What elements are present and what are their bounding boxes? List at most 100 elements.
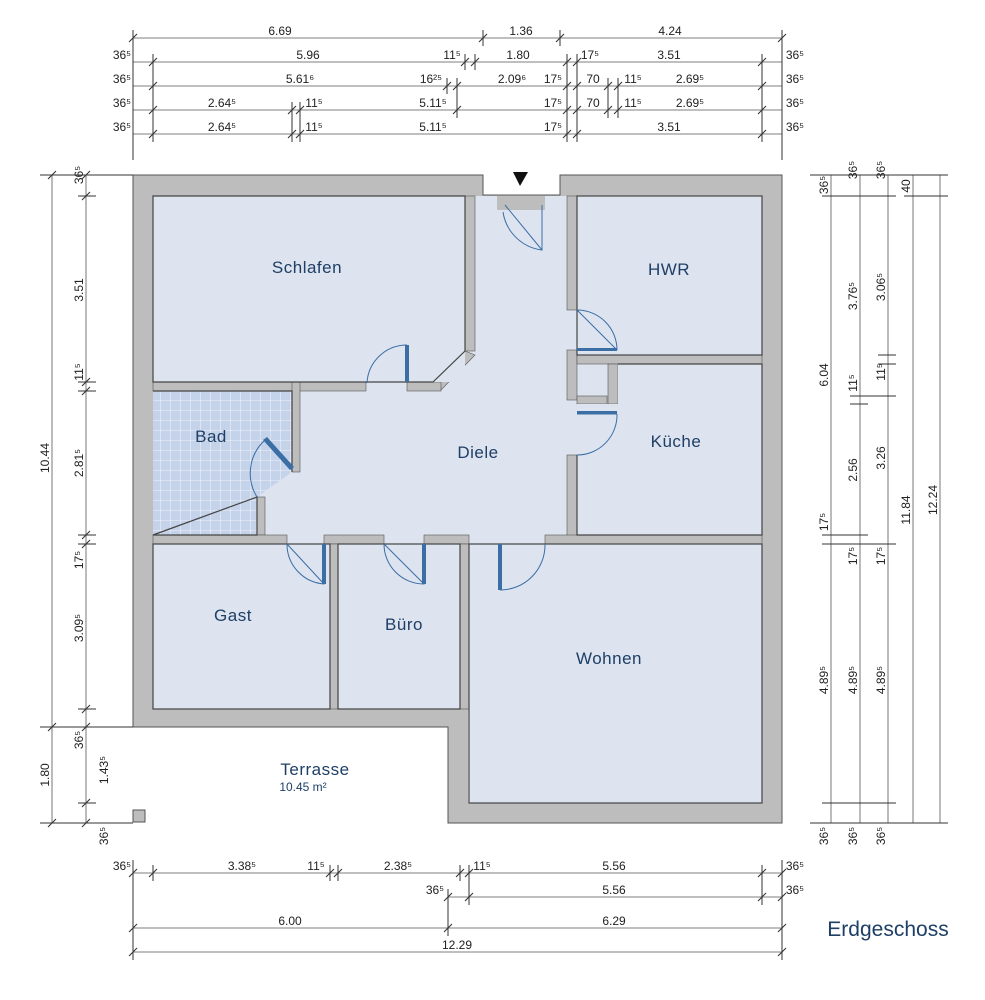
- doors: [249, 204, 618, 591]
- dim-text: 1.80: [506, 48, 530, 62]
- gast-room: [153, 544, 330, 709]
- dim-text: 36⁵: [874, 161, 888, 179]
- dim-text: 36⁵: [113, 120, 131, 134]
- dim-text: 36⁵: [786, 859, 804, 873]
- dim-text: 2.69⁵: [676, 72, 704, 86]
- dim-text: 36⁵: [97, 827, 111, 845]
- dim-text: 11⁵: [305, 96, 322, 110]
- dim-text: 1.80: [38, 763, 52, 787]
- dim-text: 36⁵: [72, 731, 86, 749]
- dim-text: 12.24: [926, 485, 940, 515]
- bad-room-tiles: [153, 391, 292, 535]
- dim-text: 36⁵: [426, 883, 444, 897]
- dim-text: 36⁵: [72, 166, 86, 184]
- dim-text: 36⁵: [113, 48, 131, 62]
- dim-text: 5.11⁵: [419, 96, 446, 110]
- dim-text: 2.09⁶: [498, 72, 526, 86]
- dim-text: 36⁵: [817, 176, 831, 194]
- room-label-diele: Diele: [457, 443, 498, 462]
- dim-text: 36⁵: [786, 72, 804, 86]
- top-dimensions: 6.69 1.36 4.24 36⁵ 5.96 11⁵ 1.80 17⁵ 3.5…: [113, 24, 804, 160]
- dim-text: 2.38⁵: [384, 859, 412, 873]
- dim-text: 36⁵: [113, 72, 131, 86]
- dim-text: 11⁵: [846, 374, 860, 391]
- dim-text: 70: [586, 96, 600, 110]
- room-label-buero: Büro: [385, 615, 423, 634]
- dim-text: 11⁵: [874, 363, 888, 380]
- dim-text: 11⁵: [72, 363, 86, 380]
- dim-text: 17⁵: [817, 513, 831, 531]
- dim-text: 11⁵: [305, 120, 322, 134]
- dim-text: 36⁵: [786, 48, 804, 62]
- dim-text: 5.56: [602, 859, 626, 873]
- dim-text: 3.76⁵: [846, 282, 860, 310]
- dim-text: 16²⁵: [420, 72, 442, 86]
- dim-text: 17⁵: [544, 72, 562, 86]
- dim-text: 5.11⁵: [419, 120, 446, 134]
- room-label-terrasse: Terrasse: [280, 760, 349, 779]
- kueche-room: [618, 364, 762, 535]
- dim-text: 36⁵: [113, 859, 131, 873]
- dim-text: 11⁵: [624, 96, 641, 110]
- buero-room: [338, 544, 460, 709]
- dim-text: 10.44: [38, 443, 52, 473]
- dim-text: 3.26: [874, 446, 888, 470]
- dim-text: 36⁵: [786, 96, 804, 110]
- dim-text: 40: [899, 179, 913, 193]
- wohnen-room: [469, 544, 762, 803]
- room-label-wohnen: Wohnen: [576, 649, 642, 668]
- room-label-gast: Gast: [214, 606, 252, 625]
- dim-text: 4.89⁵: [817, 666, 831, 694]
- dim-text: 3.38⁵: [228, 859, 256, 873]
- dim-text: 3.09⁵: [72, 614, 86, 642]
- dim-text: 2.64⁵: [208, 120, 236, 134]
- terrasse-area: 10.45 m²: [279, 780, 326, 794]
- dim-text: 11⁵: [624, 72, 641, 86]
- dim-text: 70: [586, 72, 600, 86]
- dim-text: 11⁵: [473, 859, 490, 873]
- dim-text: 5.56: [602, 883, 626, 897]
- right-dimensions: 36⁵ 17⁵ 4.89⁵ 36⁵ 6.04 36⁵ 2.56 11⁵ 3.76…: [810, 161, 948, 845]
- dim-text: 36⁵: [786, 120, 804, 134]
- dim-text: 12.29: [442, 938, 472, 952]
- dim-text: 17⁵: [581, 48, 599, 62]
- dim-text: 4.89⁵: [846, 666, 860, 694]
- dim-text: 11⁵: [307, 859, 324, 873]
- dim-text: 4.89⁵: [874, 666, 888, 694]
- dim-text: 36⁵: [846, 161, 860, 179]
- dim-text: 1.43⁵: [97, 756, 111, 784]
- dim-text: 3.51: [72, 278, 86, 302]
- room-label-kueche: Küche: [651, 432, 702, 451]
- dim-text: 3.51: [657, 120, 681, 134]
- dim-text: 36⁵: [113, 96, 131, 110]
- dim-text: 11⁵: [443, 48, 460, 62]
- dim-text: 6.69: [268, 24, 292, 38]
- room-label-schlafen: Schlafen: [272, 258, 342, 277]
- dim-text: 4.24: [658, 24, 682, 38]
- dim-text: 17⁵: [544, 96, 562, 110]
- dim-text: 5.96: [296, 48, 320, 62]
- dim-text: 36⁵: [817, 827, 831, 845]
- dim-text: 2.81⁵: [72, 449, 86, 477]
- dim-text: 2.69⁵: [676, 96, 704, 110]
- dim-text: 17⁵: [544, 120, 562, 134]
- dim-text: 17⁵: [846, 547, 860, 565]
- dim-text: 2.64⁵: [208, 96, 236, 110]
- entry-arrow-icon: [513, 172, 528, 186]
- dim-text: 3.06⁵: [874, 273, 888, 301]
- dim-text: 1.36: [509, 24, 533, 38]
- dim-text: 17⁵: [72, 551, 86, 569]
- dim-text: 36⁵: [874, 827, 888, 845]
- dim-text: 11.84: [899, 495, 913, 524]
- dim-text: 6.29: [602, 914, 626, 928]
- dim-text: 36⁵: [846, 827, 860, 845]
- dim-text: 6.04: [817, 363, 831, 387]
- dim-text: 5.61⁶: [286, 72, 314, 86]
- room-label-bad: Bad: [195, 427, 227, 446]
- dim-text: 2.56: [846, 458, 860, 482]
- dim-text: 6.00: [278, 914, 302, 928]
- dim-text: 17⁵: [874, 547, 888, 565]
- dim-text: 3.51: [657, 48, 681, 62]
- left-dimensions: 10.44 1.80 36⁵ 3.51 11⁵ 2.81⁵ 17⁵ 3.09⁵ …: [38, 166, 133, 845]
